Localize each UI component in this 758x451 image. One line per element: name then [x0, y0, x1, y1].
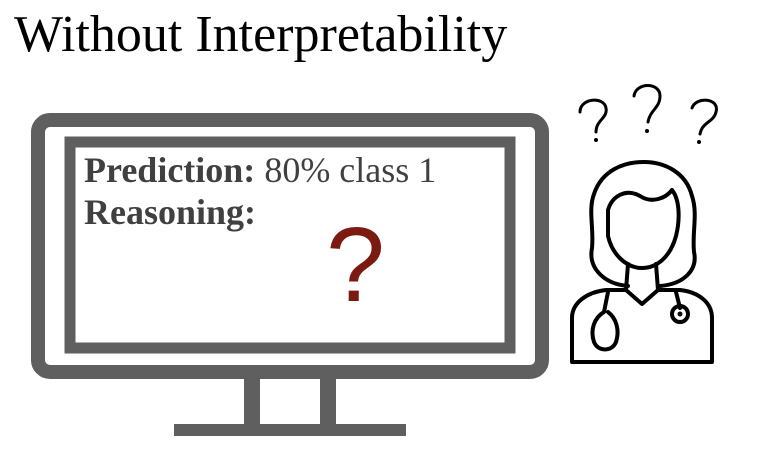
doctor-body [570, 288, 714, 364]
question-mark-icon [578, 98, 608, 134]
page-title: Without Interpretability [14, 6, 508, 63]
monitor-base [174, 424, 406, 436]
reasoning-line: Reasoning: [84, 194, 256, 230]
doctor-icon [570, 160, 714, 364]
doctor-face [606, 188, 681, 270]
monitor-stand-right [320, 378, 336, 428]
doctor-neck [624, 262, 660, 292]
monitor-bezel [31, 113, 549, 379]
prediction-label: Prediction: [84, 150, 256, 190]
question-mark-icon [690, 98, 718, 136]
prediction-line: Prediction: 80% class 1 [84, 152, 436, 188]
reasoning-label: Reasoning: [84, 192, 257, 232]
monitor-stand-left [244, 378, 260, 428]
question-mark-icon [632, 84, 662, 124]
prediction-value: 80% class 1 [264, 150, 437, 190]
stethoscope-chestpiece [670, 304, 690, 324]
unknown-reasoning-mark: ? [326, 206, 385, 324]
monitor-screen [64, 136, 516, 354]
confusion-question-marks [578, 84, 718, 144]
doctor-hair [589, 160, 697, 288]
stethoscope-icon [590, 290, 620, 352]
monitor-icon [31, 113, 549, 436]
